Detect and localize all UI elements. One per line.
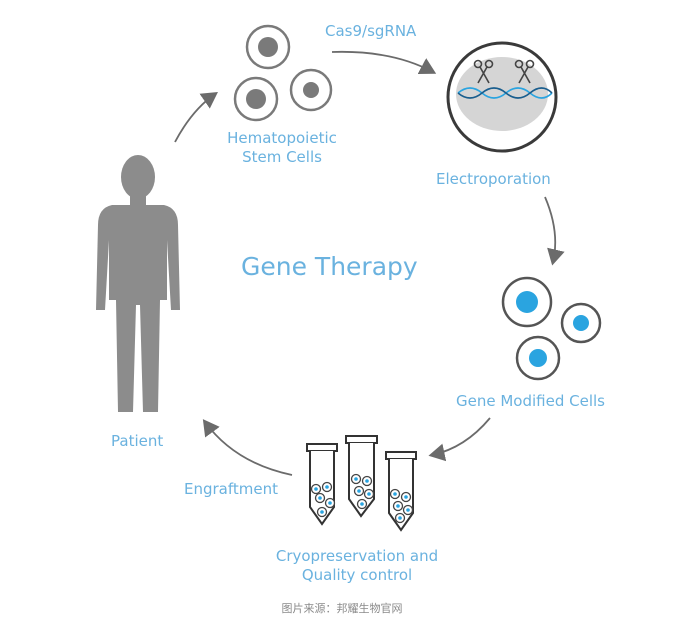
- label-gene-modified: Gene Modified Cells: [456, 392, 605, 410]
- label-electroporation: Electroporation: [436, 170, 551, 188]
- label-cryopreservation: Cryopreservation and Quality control: [275, 547, 439, 584]
- tube-icon: [306, 443, 338, 526]
- arrow-engraftment-to-patient: [202, 419, 293, 476]
- diagram-title: Gene Therapy: [241, 252, 418, 281]
- scissors-icon: [514, 59, 535, 84]
- patient-silhouette-icon: [96, 155, 180, 412]
- electroporation-cell-icon: [446, 41, 558, 153]
- cycle-arrows: [174, 50, 565, 476]
- label-patient: Patient: [111, 432, 164, 450]
- arrow-electroporation-to-modified: [544, 196, 565, 266]
- label-cas9: Cas9/sgRNA: [325, 22, 417, 40]
- image-source-caption: 图片来源：邦耀生物官网: [281, 602, 403, 615]
- dna-icon: [457, 87, 553, 99]
- arrow-modified-to-cryo: [428, 417, 491, 462]
- arrow-patient-to-stem-cells: [174, 91, 218, 143]
- hematopoietic-stem-cells-icon: [233, 24, 333, 122]
- arrow-cas9-to-electroporation: [331, 50, 437, 74]
- label-hematopoietic: Hematopoietic Stem Cells: [227, 129, 337, 166]
- gene-modified-cells-icon: [501, 276, 602, 381]
- tube-icon: [345, 435, 378, 518]
- label-engraftment: Engraftment: [184, 480, 278, 498]
- cryo-tubes-icon: [306, 435, 417, 532]
- scissors-icon: [473, 59, 494, 84]
- tube-icon: [385, 451, 417, 532]
